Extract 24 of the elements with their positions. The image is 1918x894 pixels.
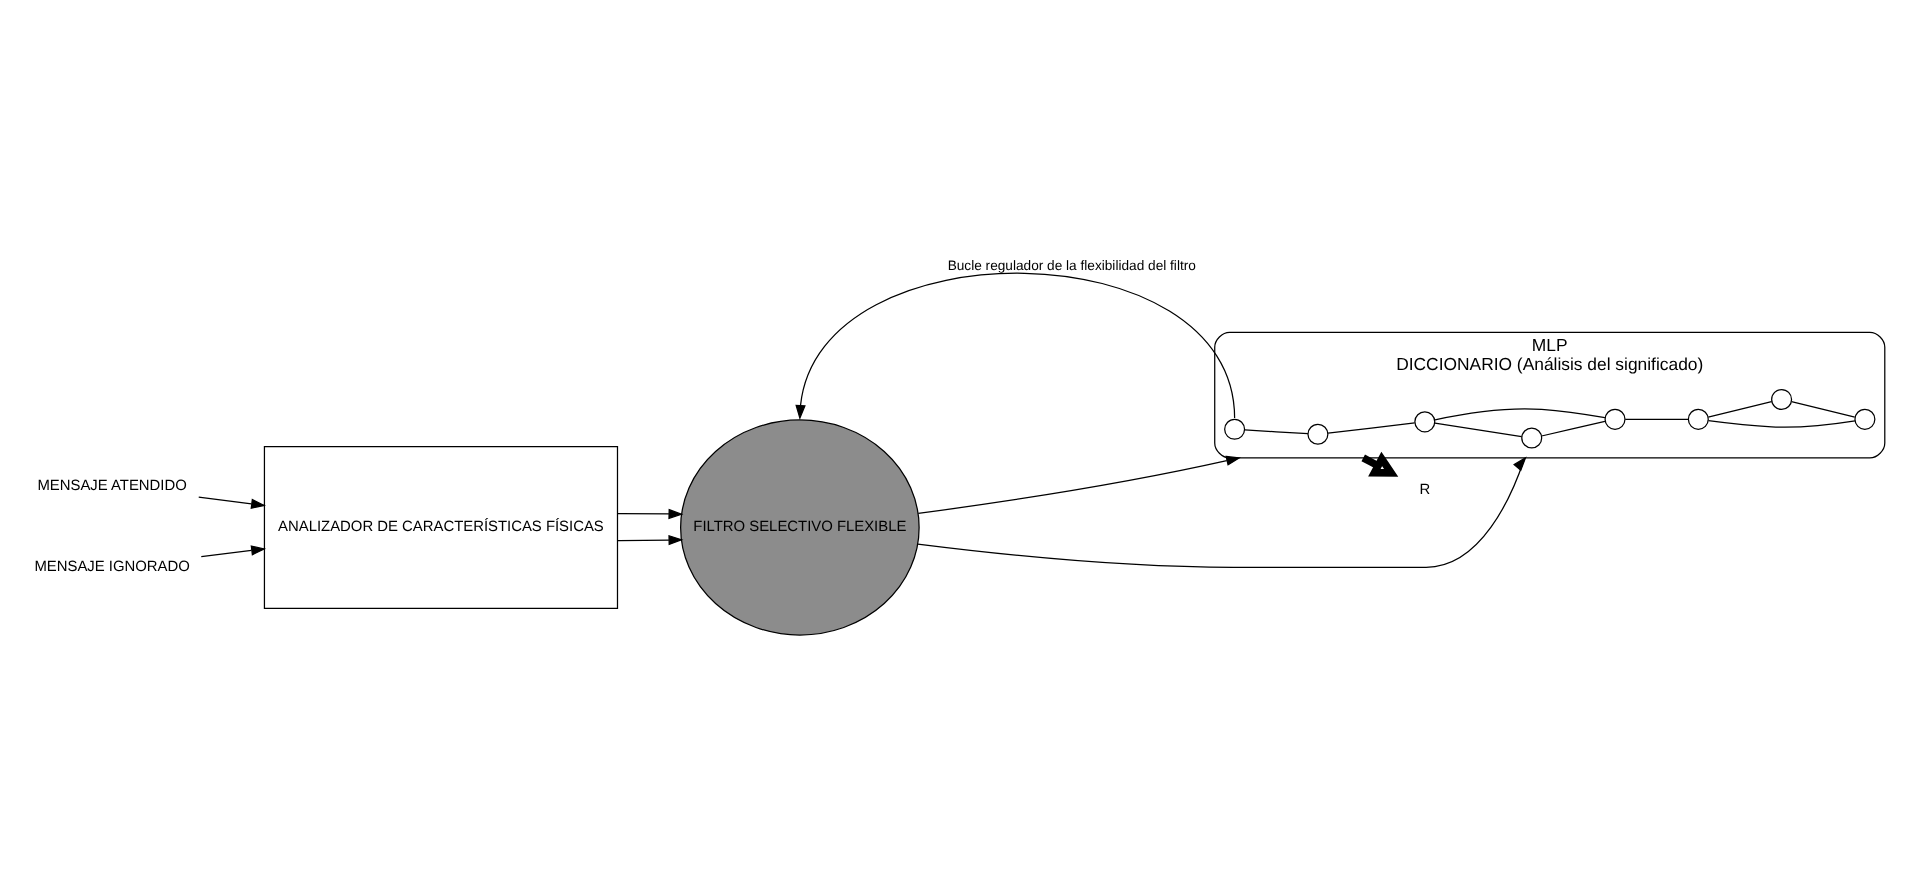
connector: [1707, 401, 1773, 418]
node-circle: [1224, 418, 1246, 440]
connector: [1434, 408, 1606, 421]
node-circle: [1307, 423, 1329, 445]
node-circle: [1521, 427, 1543, 449]
connector: [1624, 418, 1689, 420]
connector: [1327, 422, 1416, 434]
node-circle: [1604, 408, 1626, 430]
node-circle: [1414, 411, 1436, 433]
node-circle: [1854, 408, 1876, 430]
arrow: [617, 508, 684, 520]
connector: [1790, 400, 1856, 418]
connector: [1434, 422, 1523, 438]
arrow: [200, 545, 267, 558]
connector: [1244, 429, 1309, 435]
node-circle: [1687, 408, 1709, 430]
arrow: [198, 496, 266, 509]
node-circle: [1771, 388, 1793, 410]
arrow: [917, 455, 1242, 515]
arrow: [617, 534, 684, 546]
connector: [1541, 420, 1606, 437]
arrow: [795, 272, 1236, 420]
connector: [1707, 419, 1856, 428]
cluster: MLP DICCIONARIO (Análisis del significado): [1214, 331, 1886, 459]
